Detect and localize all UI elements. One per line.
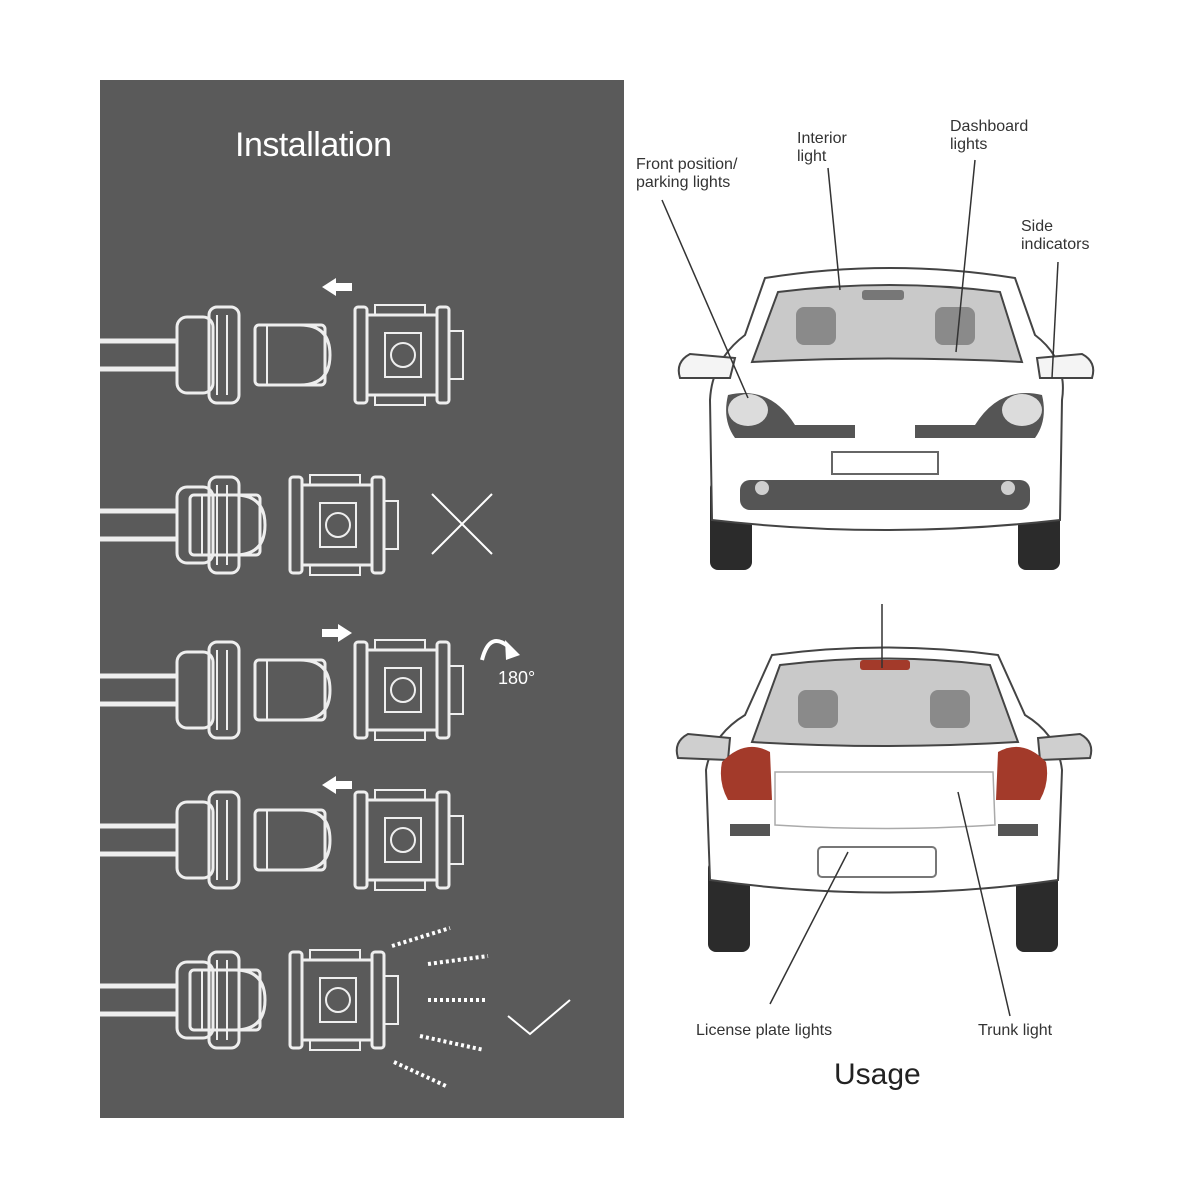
wrong-mark-icon: [431, 493, 493, 555]
leader-lines: [661, 159, 1059, 1017]
installation-title: Installation: [235, 126, 392, 164]
usage-title: Usage: [834, 1058, 921, 1091]
installation-panel: [100, 80, 624, 1118]
label-interior-light: Interior light: [797, 130, 847, 165]
front-car: [677, 267, 1095, 570]
rotation-label: 180°: [498, 668, 536, 688]
light-rays: [391, 926, 489, 1088]
step-5: [100, 926, 571, 1088]
step-3: [100, 624, 520, 742]
label-trunk-light: Trunk light: [978, 1022, 1053, 1039]
rear-car: [675, 646, 1093, 952]
label-dashboard-lights: Dashboard lights: [950, 118, 1029, 153]
label-front-position-lights: Front position/ parking lights: [636, 156, 738, 191]
check-mark-icon: [507, 999, 571, 1036]
label-side-indicators: Side indicators: [1021, 218, 1090, 253]
label-license-plate-lights: License plate lights: [696, 1022, 833, 1039]
step-2: [100, 473, 493, 577]
